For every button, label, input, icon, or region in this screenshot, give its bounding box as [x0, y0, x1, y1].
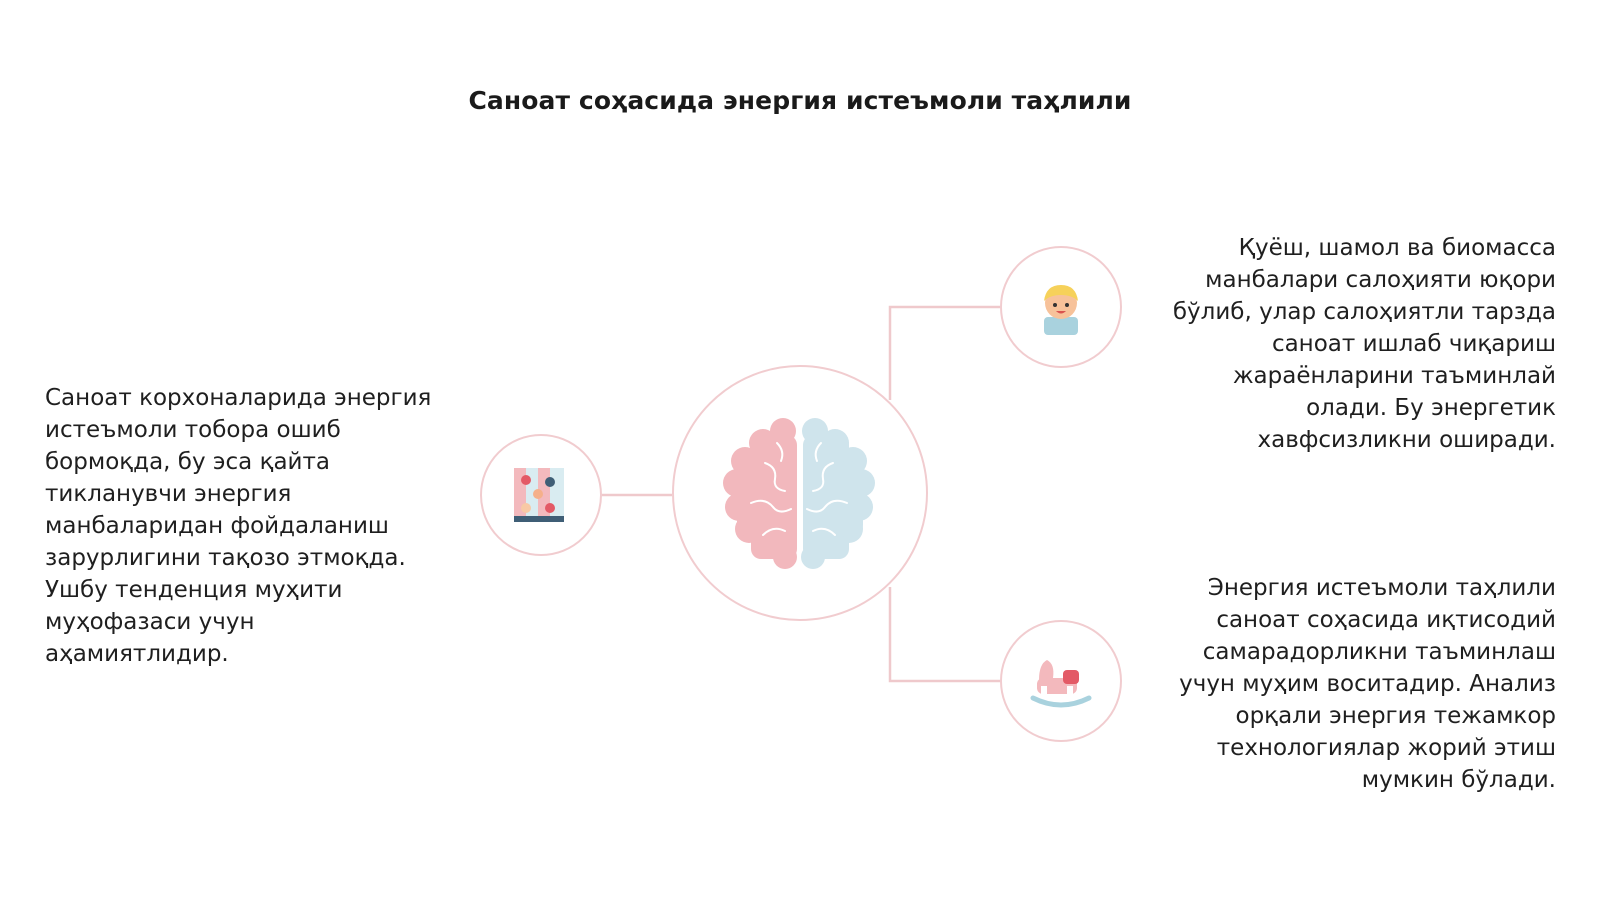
bottom-node [1000, 620, 1122, 742]
puzzle-blocks-icon [514, 468, 564, 522]
top-node [1000, 246, 1122, 368]
connector-top [888, 305, 1000, 400]
brain-folds [750, 442, 848, 536]
left-description: Саноат корхоналарида энергия истеъмоли т… [45, 385, 432, 667]
brain-left-hemisphere [723, 418, 797, 569]
bottom-description: Энергия истеъмоли таҳлили саноат соҳасид… [1179, 575, 1556, 793]
top-description: Қуёш, шамол ва биомасса манбалари салоҳи… [1172, 235, 1556, 453]
brain-icon [723, 418, 875, 569]
connector-bottom [888, 587, 1000, 683]
rocking-horse-icon [1030, 660, 1092, 708]
center-node [672, 365, 928, 621]
child-face-icon [1044, 285, 1078, 335]
slide-title: Саноат соҳасида энергия истеъмоли таҳлил… [468, 86, 1132, 115]
left-node [480, 434, 602, 556]
brain-right-hemisphere [801, 418, 875, 569]
